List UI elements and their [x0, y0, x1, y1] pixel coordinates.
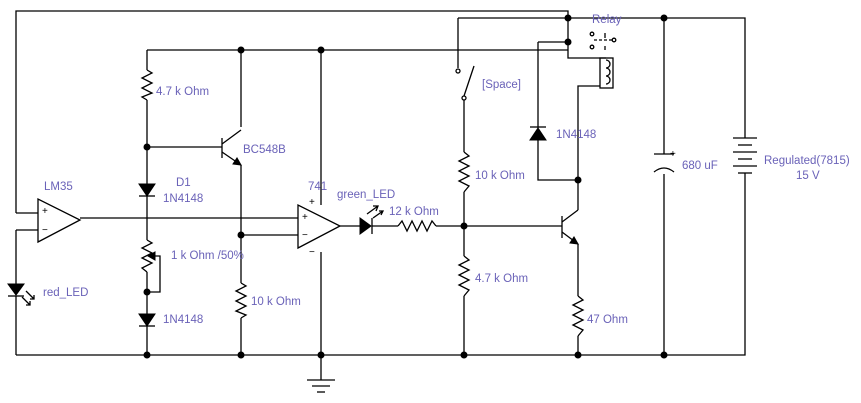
potentiometer-1k — [140, 239, 156, 273]
r-10k-lower-label: 10 k Ohm — [251, 296, 301, 308]
junction-dot — [143, 351, 151, 359]
wires — [15, 10, 746, 380]
junction-dot — [143, 143, 151, 151]
r-4k7-top-label: 4.7 k Ohm — [156, 86, 209, 98]
junction-dot — [317, 351, 325, 359]
junction-dot — [460, 351, 468, 359]
opamp-741 — [297, 203, 342, 250]
opamp-plus-in-mark: + — [302, 212, 308, 223]
diode-lower — [138, 313, 156, 327]
diode-d1 — [138, 183, 156, 197]
pot-1k-label: 1 k Ohm /50% — [171, 250, 244, 262]
r-4k7-lower-label: 4.7 k Ohm — [475, 273, 528, 285]
r-10k-upper-label: 10 k Ohm — [475, 170, 525, 182]
lm35-label: LM35 — [44, 181, 73, 193]
r-47-label: 47 Ohm — [587, 314, 628, 326]
relay — [589, 31, 617, 89]
space-label: [Space] — [482, 79, 521, 91]
resistor-4k7-top — [140, 69, 154, 101]
resistor-47 — [571, 295, 585, 337]
resistor-4k7-lower — [457, 255, 471, 297]
junction-dot — [237, 351, 245, 359]
battery-supply — [733, 137, 757, 176]
red-led — [7, 283, 35, 306]
resistor-12k — [397, 219, 437, 233]
junction-dot — [574, 176, 582, 184]
supply-name-label: Regulated(7815) — [764, 155, 850, 167]
supply-voltage-label: 15 V — [796, 170, 820, 182]
relay-label: Relay — [592, 14, 622, 26]
opamp-minus-bottom-mark: − — [309, 247, 315, 258]
lm35-sensor — [37, 197, 82, 244]
diode-flyback-label: 1N4148 — [556, 129, 596, 141]
transistor-driver — [561, 209, 579, 245]
opamp-plus-top-mark: + — [309, 197, 315, 208]
lm35-plus-mark: + — [42, 206, 48, 217]
diode-lower-label: 1N4148 — [163, 314, 203, 326]
diode-flyback — [529, 120, 547, 141]
capacitor-680uf — [653, 153, 675, 173]
ground-symbol — [307, 379, 335, 393]
junction-dot — [237, 46, 245, 54]
transistor-bc548b — [221, 129, 242, 166]
red-led-label: red_LED — [43, 287, 88, 299]
green-led-label: green_LED — [337, 189, 395, 201]
bc548b-label: BC548B — [243, 144, 286, 156]
green-led — [359, 205, 385, 235]
capacitor-label: 680 uF — [682, 160, 718, 172]
resistor-10k-left — [234, 282, 248, 319]
lm35-minus-mark: − — [42, 225, 48, 236]
resistor-10k-upper — [457, 151, 471, 193]
junction-dot — [460, 222, 468, 230]
junction-dot — [660, 14, 668, 22]
opamp-741-label: 741 — [308, 181, 327, 193]
junction-dot — [317, 46, 325, 54]
capacitor-plus-mark: + — [670, 149, 676, 160]
junction-dot — [564, 38, 572, 46]
junction-dot — [660, 351, 668, 359]
junction-dot — [564, 14, 572, 22]
junction-dot — [143, 288, 151, 296]
junctions — [143, 14, 668, 359]
junction-dot — [237, 231, 245, 239]
d1-part-label: 1N4148 — [163, 193, 203, 205]
space-switch — [455, 65, 475, 101]
junction-dot — [574, 351, 582, 359]
d1-label: D1 — [176, 177, 191, 189]
opamp-minus-in-mark: − — [302, 230, 308, 241]
r-12k-label: 12 k Ohm — [389, 206, 439, 218]
